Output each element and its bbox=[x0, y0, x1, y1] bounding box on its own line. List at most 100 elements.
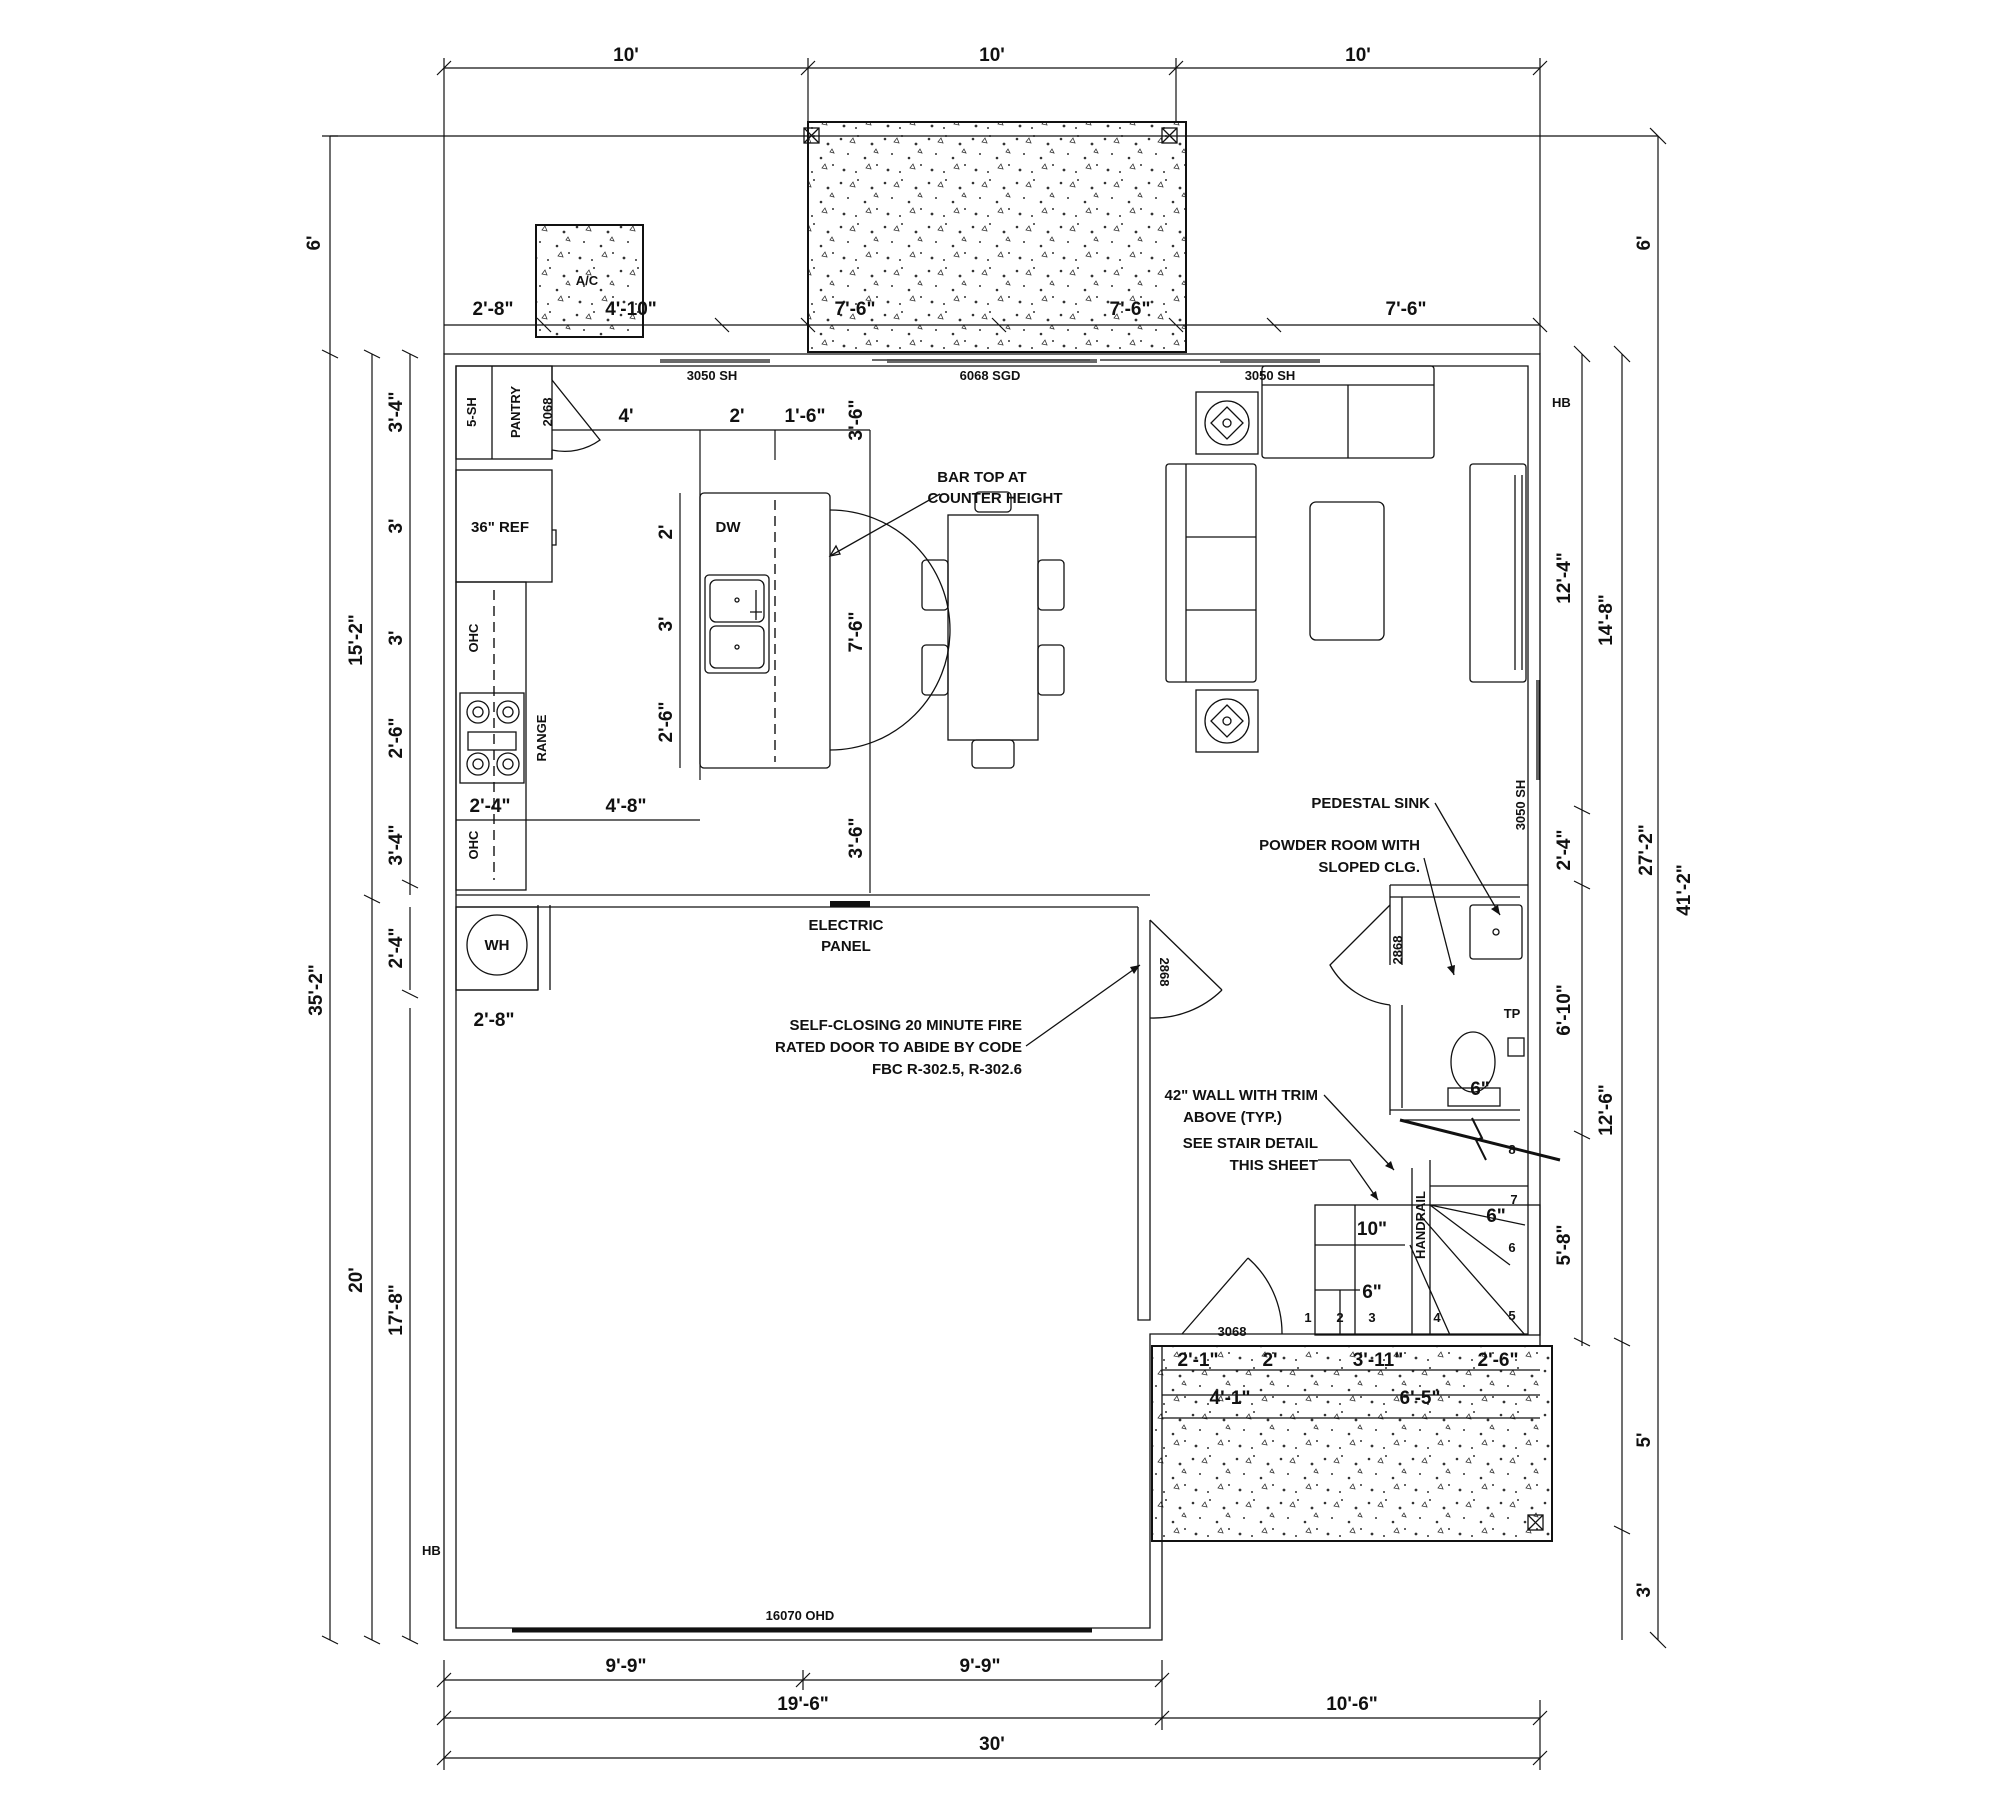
window-left-label: 3050 SH bbox=[687, 368, 738, 383]
svg-text:2'-4": 2'-4" bbox=[1554, 830, 1575, 871]
ac-pad bbox=[535, 224, 644, 338]
range-label: RANGE bbox=[534, 714, 549, 761]
dimension-text: 10' 10' 10' 6' 6' 2'-8" 4'-10" 7'-6" 7'-… bbox=[304, 45, 1695, 1755]
svg-text:9'-9": 9'-9" bbox=[960, 1656, 1001, 1677]
svg-text:2'-6": 2'-6" bbox=[1478, 1350, 1519, 1371]
svg-text:THIS SHEET: THIS SHEET bbox=[1230, 1157, 1318, 1174]
svg-text:7: 7 bbox=[1510, 1192, 1517, 1207]
electric-panel-label-1: ELECTRIC bbox=[809, 917, 884, 934]
svg-text:12'-6": 12'-6" bbox=[1596, 1084, 1617, 1136]
svg-text:30': 30' bbox=[979, 1734, 1005, 1755]
svg-text:BAR TOP AT: BAR TOP AT bbox=[937, 469, 1026, 486]
ac-label: A/C bbox=[576, 273, 599, 288]
svg-text:3'-4": 3'-4" bbox=[386, 392, 407, 433]
svg-text:20': 20' bbox=[346, 1267, 367, 1293]
powder-room-note: PEDESTAL SINK POWDER ROOM WITH SLOPED CL… bbox=[1259, 795, 1501, 976]
window-side-label: 3050 SH bbox=[1513, 780, 1528, 831]
svg-text:15'-2": 15'-2" bbox=[346, 614, 367, 666]
svg-text:2'-1": 2'-1" bbox=[1178, 1350, 1219, 1371]
svg-text:19'-6": 19'-6" bbox=[777, 1694, 829, 1715]
rear-patio bbox=[807, 121, 1187, 353]
window-right-label: 3050 SH bbox=[1245, 368, 1296, 383]
svg-text:2': 2' bbox=[729, 406, 744, 427]
front-door bbox=[1181, 1257, 1283, 1335]
fire-door-note: SELF-CLOSING 20 MINUTE FIRE RATED DOOR T… bbox=[775, 964, 1141, 1078]
svg-text:6": 6" bbox=[1362, 1282, 1382, 1303]
pantry-area bbox=[455, 365, 601, 460]
electric-panel-label-2: PANEL bbox=[821, 938, 871, 955]
svg-text:12'-4": 12'-4" bbox=[1554, 552, 1575, 604]
svg-text:10'-6": 10'-6" bbox=[1326, 1694, 1378, 1715]
handrail-label: HANDRAIL bbox=[1413, 1191, 1428, 1259]
svg-text:2'-6": 2'-6" bbox=[386, 718, 407, 759]
svg-text:4'-10": 4'-10" bbox=[605, 299, 657, 320]
svg-text:POWDER ROOM WITH: POWDER ROOM WITH bbox=[1259, 837, 1420, 854]
dining-table bbox=[921, 491, 1065, 769]
ohc-label-upper: OHC bbox=[466, 623, 481, 653]
pantry-label: PANTRY bbox=[508, 386, 523, 438]
svg-text:41'-2": 41'-2" bbox=[1674, 864, 1695, 916]
svg-text:6': 6' bbox=[304, 235, 325, 250]
svg-text:9'-9": 9'-9" bbox=[606, 1656, 647, 1677]
interior-walls bbox=[456, 884, 1528, 1321]
svg-text:4'-1": 4'-1" bbox=[1210, 1388, 1251, 1409]
svg-text:7'-6": 7'-6" bbox=[846, 612, 867, 653]
svg-text:3': 3' bbox=[386, 518, 407, 533]
svg-text:3'-6": 3'-6" bbox=[846, 818, 867, 859]
svg-text:10': 10' bbox=[1345, 45, 1371, 66]
svg-text:1: 1 bbox=[1304, 1310, 1311, 1325]
svg-text:10': 10' bbox=[613, 45, 639, 66]
pantry-door-label: 2068 bbox=[540, 398, 555, 427]
svg-text:7'-6": 7'-6" bbox=[1386, 299, 1427, 320]
water-heater bbox=[455, 906, 539, 991]
slider-door-label: 6068 SGD bbox=[960, 368, 1021, 383]
ohc-label-lower: OHC bbox=[466, 830, 481, 860]
svg-text:6': 6' bbox=[1634, 235, 1655, 250]
svg-text:10": 10" bbox=[1357, 1219, 1387, 1240]
svg-text:7'-6": 7'-6" bbox=[1110, 299, 1151, 320]
svg-text:FBC R-302.5, R-302.6: FBC R-302.5, R-302.6 bbox=[872, 1061, 1022, 1078]
svg-text:2'-6": 2'-6" bbox=[656, 702, 677, 743]
stair-step-numbers: 1 2 3 4 5 6 7 8 bbox=[1304, 1142, 1517, 1325]
svg-text:3': 3' bbox=[656, 616, 677, 631]
electric-panel bbox=[830, 901, 870, 907]
svg-text:5'-8": 5'-8" bbox=[1554, 1225, 1575, 1266]
refrigerator-label: 36" REF bbox=[471, 519, 529, 536]
kitchen-counter bbox=[455, 469, 557, 891]
svg-text:3: 3 bbox=[1368, 1310, 1375, 1325]
window-marks bbox=[660, 359, 1540, 780]
svg-text:4'-8": 4'-8" bbox=[606, 796, 647, 817]
svg-text:3'-11": 3'-11" bbox=[1353, 1350, 1404, 1371]
svg-text:27'-2": 27'-2" bbox=[1636, 824, 1657, 876]
svg-text:8: 8 bbox=[1508, 1142, 1515, 1157]
five-sh-label: 5-SH bbox=[464, 397, 479, 427]
svg-text:2': 2' bbox=[656, 524, 677, 539]
svg-text:COUNTER HEIGHT: COUNTER HEIGHT bbox=[928, 490, 1063, 507]
toilet-paper-label: TP bbox=[1504, 1006, 1521, 1021]
fire-rated-door bbox=[1149, 919, 1223, 1019]
powder-room-fixtures bbox=[1329, 904, 1525, 1107]
svg-text:2'-4": 2'-4" bbox=[470, 796, 511, 817]
water-heater-label: WH bbox=[485, 937, 510, 954]
svg-text:SELF-CLOSING 20 MINUTE FIRE: SELF-CLOSING 20 MINUTE FIRE bbox=[789, 1017, 1022, 1034]
front-door-size: 3068 bbox=[1218, 1324, 1247, 1339]
svg-text:ABOVE (TYP.): ABOVE (TYP.) bbox=[1183, 1109, 1282, 1126]
svg-text:17'-8": 17'-8" bbox=[386, 1284, 407, 1336]
hose-bib-top: HB bbox=[1552, 395, 1571, 410]
svg-text:6: 6 bbox=[1508, 1240, 1515, 1255]
svg-text:4: 4 bbox=[1433, 1310, 1441, 1325]
bar-top-note: BAR TOP AT COUNTER HEIGHT bbox=[828, 469, 1063, 557]
garage-door-size: 2868 bbox=[1157, 958, 1172, 987]
range bbox=[459, 692, 525, 784]
svg-text:6": 6" bbox=[1486, 1206, 1506, 1227]
svg-text:2'-4": 2'-4" bbox=[386, 928, 407, 969]
garage-door-label: 16070 OHD bbox=[766, 1608, 835, 1623]
stairs bbox=[1314, 1117, 1561, 1336]
svg-text:35'-2": 35'-2" bbox=[306, 964, 327, 1016]
svg-text:3': 3' bbox=[386, 630, 407, 645]
svg-text:2'-8": 2'-8" bbox=[474, 1010, 515, 1031]
svg-text:6'-5": 6'-5" bbox=[1400, 1388, 1441, 1409]
svg-text:5': 5' bbox=[1634, 1432, 1655, 1447]
dishwasher-label: DW bbox=[716, 519, 742, 536]
svg-text:2': 2' bbox=[1262, 1350, 1277, 1371]
